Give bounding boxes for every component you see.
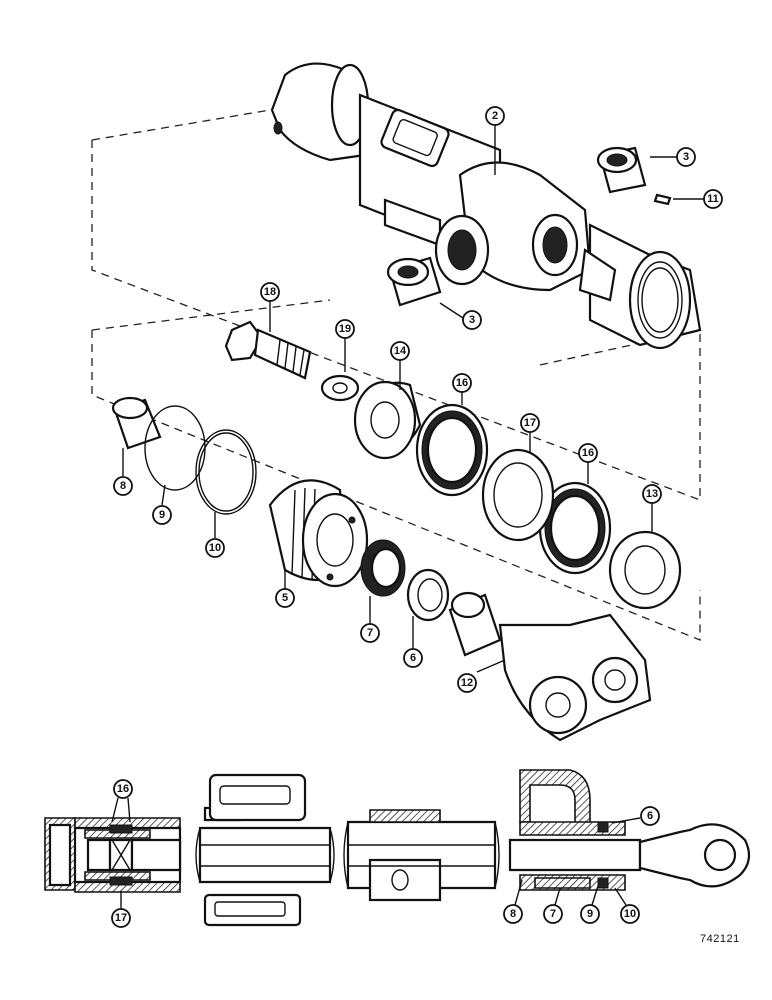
wear-ring (481, 448, 555, 542)
svg-text:5: 5 (282, 592, 288, 604)
svg-text:8: 8 (510, 908, 516, 920)
piston-seal-upper (415, 403, 489, 497)
cylinder-head (268, 479, 369, 588)
section-view-barrel-port (343, 809, 500, 902)
svg-text:9: 9 (159, 509, 165, 521)
bushing-upper (596, 146, 647, 194)
svg-text:17: 17 (115, 912, 127, 924)
callout-2: 2 (485, 106, 505, 126)
callout-16-lower: 16 (578, 443, 598, 463)
callout-9: 9 (152, 505, 172, 525)
cylinder-barrel (270, 62, 702, 350)
callout-section-16: 16 (113, 779, 133, 799)
svg-text:6: 6 (647, 810, 653, 822)
piston (608, 530, 682, 610)
callout-16-upper: 16 (452, 373, 472, 393)
piston-rod-clevis (448, 591, 652, 742)
svg-text:3: 3 (683, 151, 689, 163)
callout-6: 6 (403, 648, 423, 668)
section-view-barrel-mid (195, 773, 335, 927)
svg-text:7: 7 (550, 908, 556, 920)
callout-section-17: 17 (111, 908, 131, 928)
svg-text:10: 10 (209, 542, 221, 554)
svg-text:3: 3 (469, 314, 475, 326)
callout-section-6: 6 (640, 806, 660, 826)
svg-text:6: 6 (410, 652, 416, 664)
callout-section-10: 10 (620, 904, 640, 924)
callout-3-lower: 3 (462, 310, 482, 330)
svg-text:9: 9 (587, 908, 593, 920)
svg-text:2: 2 (492, 110, 498, 122)
piston-nut (353, 380, 422, 460)
callout-10: 10 (205, 538, 225, 558)
dashed-outline-lower (91, 299, 701, 641)
callout-14: 14 (390, 341, 410, 361)
svg-text:16: 16 (582, 447, 594, 459)
svg-text:10: 10 (624, 908, 636, 920)
callout-5: 5 (275, 588, 295, 608)
callout-12: 12 (457, 673, 477, 693)
bolt (224, 320, 312, 380)
callout-18: 18 (260, 282, 280, 302)
svg-text:13: 13 (646, 488, 658, 500)
callout-section-9: 9 (580, 904, 600, 924)
piston-seal-lower (538, 481, 612, 575)
svg-text:8: 8 (120, 480, 126, 492)
drawing-number: 742121 (700, 933, 740, 945)
svg-text:18: 18 (264, 286, 276, 298)
section-view-piston-end (44, 797, 182, 909)
svg-text:19: 19 (339, 323, 351, 335)
callout-11: 11 (703, 189, 723, 209)
washer (320, 374, 360, 402)
svg-text:16: 16 (117, 783, 129, 795)
section-view-rod-end (508, 769, 751, 906)
wiper-seal (406, 568, 450, 622)
svg-text:11: 11 (707, 193, 719, 205)
callout-8: 8 (113, 476, 133, 496)
callout-13: 13 (642, 484, 662, 504)
callout-section-8: 8 (503, 904, 523, 924)
callout-17: 17 (520, 413, 540, 433)
grease-fitting (653, 193, 672, 206)
backup-ring (195, 429, 257, 515)
svg-text:14: 14 (394, 345, 407, 357)
callout-19: 19 (335, 319, 355, 339)
callout-7: 7 (360, 623, 380, 643)
svg-text:16: 16 (456, 377, 468, 389)
callout-3-upper: 3 (676, 147, 696, 167)
rod-seal (360, 539, 406, 597)
bushing-lower (386, 256, 442, 307)
svg-text:17: 17 (524, 417, 536, 429)
rod-bushing (111, 396, 162, 450)
svg-text:12: 12 (461, 677, 473, 689)
callout-leaders (122, 125, 704, 673)
svg-text:7: 7 (367, 627, 373, 639)
callout-section-7: 7 (543, 904, 563, 924)
